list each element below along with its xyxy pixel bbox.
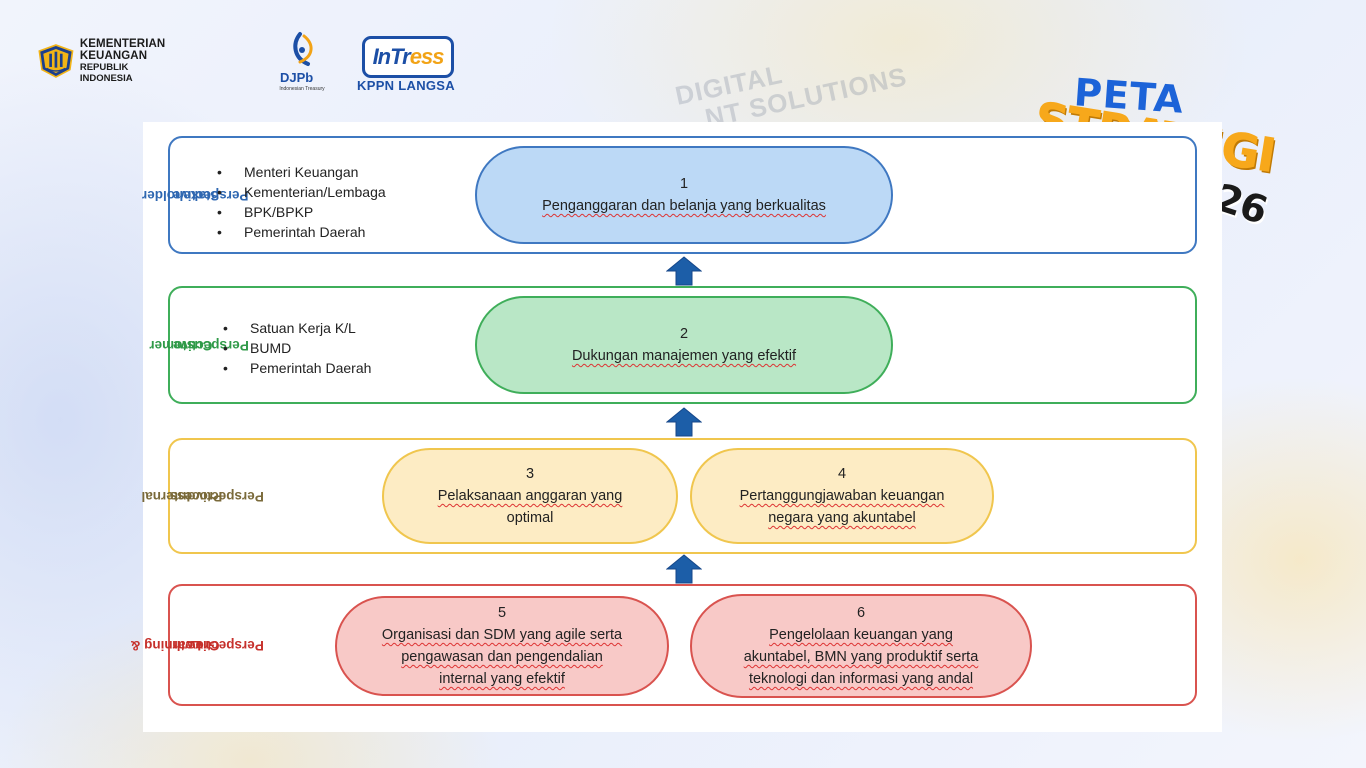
label-line: Perspective (188, 488, 264, 504)
objective-text-line: Pertanggungjawaban keuangan (739, 488, 945, 504)
objective-text-line: optimal (506, 510, 554, 526)
objective-text-line: teknologi dan informasi yang andal (748, 671, 974, 687)
list-item: Pemerintah Daerah (214, 222, 386, 242)
stakeholder-list: Menteri Keuangan Kementerian/Lembaga BPK… (214, 162, 386, 242)
objective-number: 5 (497, 605, 507, 621)
list-item: Kementerian/Lembaga (214, 182, 386, 202)
intress-text-a: InTr (372, 44, 411, 69)
objective-text: Penganggaran dan belanja yang berkualita… (542, 198, 826, 214)
objective-text-line: negara yang akuntabel (768, 510, 916, 526)
arrow-up-icon (666, 554, 702, 584)
objective-text-line: internal yang efektif (439, 671, 565, 687)
arrow-up-icon (666, 407, 702, 437)
ministry-country: REPUBLIK INDONESIA (79, 62, 133, 84)
objective-text-line: akuntabel, BMN yang produktif serta (743, 649, 979, 665)
objective-text-line: Pengelolaan keuangan yang (769, 627, 953, 643)
objective-number: 6 (856, 605, 866, 621)
djpb-swoosh-icon (293, 32, 313, 66)
list-item: Satuan Kerja K/L (220, 318, 371, 338)
office-name: KPPN LANGSA (357, 78, 455, 93)
objective-3: 3 Pelaksanaan anggaran yang optimal (382, 448, 678, 544)
objective-number: 4 (837, 466, 847, 482)
objective-text-line: pengawasan dan pengendalian (401, 649, 603, 665)
objective-number: 1 (679, 176, 689, 192)
kemenkeu-logo: KEMENTERIAN KEUANGAN REPUBLIK INDONESIA (38, 36, 183, 86)
objective-4: 4 Pertanggungjawaban keuangan negara yan… (690, 448, 994, 544)
list-item: Pemerintah Daerah (220, 358, 371, 378)
objective-2: 2 Dukungan manajemen yang efektif (475, 296, 893, 394)
djpb-logo: DJPb Indonesian Treasury (274, 30, 330, 96)
list-item: BUMD (220, 338, 371, 358)
ministry-name: KEMENTERIAN KEUANGAN (79, 38, 166, 62)
intress-text-b: ess (409, 44, 445, 69)
objective-5: 5 Organisasi dan SDM yang agile serta pe… (335, 596, 669, 696)
list-item: Menteri Keuangan (214, 162, 386, 182)
arrow-up-icon (666, 256, 702, 286)
djpb-name: DJPb (280, 70, 314, 85)
objective-1: 1 Penganggaran dan belanja yang berkuali… (475, 146, 893, 244)
customer-list: Satuan Kerja K/L BUMD Pemerintah Daerah (220, 318, 371, 378)
objective-text: Dukungan manajemen yang efektif (571, 348, 797, 364)
objective-text-line: Organisasi dan SDM yang agile serta (381, 627, 623, 643)
objective-number: 3 (525, 466, 535, 482)
objective-number: 2 (679, 326, 689, 342)
objective-text-line: Pelaksanaan anggaran yang (437, 488, 623, 504)
objective-6: 6 Pengelolaan keuangan yang akuntabel, B… (690, 594, 1032, 698)
list-item: BPK/BPKP (214, 202, 386, 222)
label-line: Perspective (188, 637, 264, 653)
djpb-tagline: Indonesian Treasury (279, 86, 325, 92)
kemenkeu-emblem-icon (38, 44, 74, 78)
